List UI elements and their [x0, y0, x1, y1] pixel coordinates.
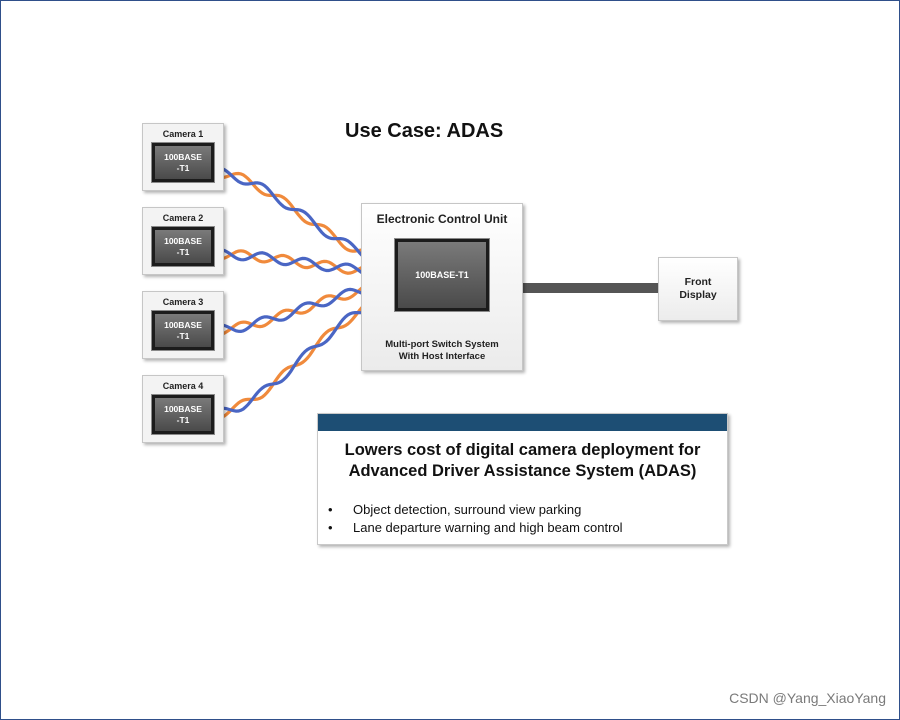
- camera-label: Camera 2: [162, 213, 204, 223]
- chip-label: 100BASE -T1: [164, 403, 202, 425]
- display-label-line: Front: [684, 276, 712, 288]
- list-item-text: Object detection, surround view parking: [353, 502, 582, 517]
- camera-phy-chip: 100BASE -T1: [152, 311, 214, 350]
- diagram-title: Use Case: ADAS: [345, 120, 504, 142]
- callout-heading-line: Lowers cost of digital camera deployment…: [344, 441, 701, 459]
- ecu-subtitle: Multi-port Switch System With Host Inter…: [362, 339, 522, 363]
- callout-banner: [318, 414, 727, 431]
- callout-bullet-list: • Object detection, surround view parking…: [328, 501, 623, 537]
- bullet-icon: •: [328, 502, 333, 517]
- display-link-cable: [522, 283, 659, 293]
- chip-label: 100BASE -T1: [164, 151, 202, 173]
- camera-phy-chip: 100BASE -T1: [152, 143, 214, 182]
- chip-label: 100BASE-T1: [415, 270, 469, 280]
- camera-phy-chip: 100BASE -T1: [152, 395, 214, 434]
- list-item-text: Lane departure warning and high beam con…: [353, 520, 623, 535]
- callout-heading: Lowers cost of digital camera deployment…: [318, 440, 727, 482]
- ecu-label: Electronic Control Unit: [376, 212, 508, 226]
- watermark: CSDN @Yang_XiaoYang: [729, 690, 886, 706]
- chip-label: 100BASE -T1: [164, 235, 202, 257]
- camera-3: Camera 3 100BASE -T1: [142, 291, 224, 359]
- camera-2: Camera 2 100BASE -T1: [142, 207, 224, 275]
- chip-label: 100BASE -T1: [164, 319, 202, 341]
- ecu-subtitle-line: Multi-port Switch System: [385, 339, 499, 350]
- electronic-control-unit: Electronic Control Unit 100BASE-T1 Multi…: [361, 203, 523, 371]
- display-label-line: Display: [679, 289, 717, 301]
- camera-label: Camera 4: [162, 381, 204, 391]
- camera-label: Camera 3: [162, 297, 204, 307]
- list-item: • Object detection, surround view parking: [328, 501, 623, 519]
- bullet-icon: •: [328, 520, 333, 535]
- camera-phy-chip: 100BASE -T1: [152, 227, 214, 266]
- callout-heading-line: Advanced Driver Assistance System (ADAS): [348, 462, 697, 480]
- info-callout: Lowers cost of digital camera deployment…: [317, 413, 728, 545]
- camera-label: Camera 1: [162, 129, 204, 139]
- switch-chip: 100BASE-T1: [395, 239, 489, 311]
- list-item: • Lane departure warning and high beam co…: [328, 519, 623, 537]
- camera-4: Camera 4 100BASE -T1: [142, 375, 224, 443]
- ecu-subtitle-line: With Host Interface: [398, 351, 486, 362]
- camera-1: Camera 1 100BASE -T1: [142, 123, 224, 191]
- front-display: Front Display: [658, 257, 738, 321]
